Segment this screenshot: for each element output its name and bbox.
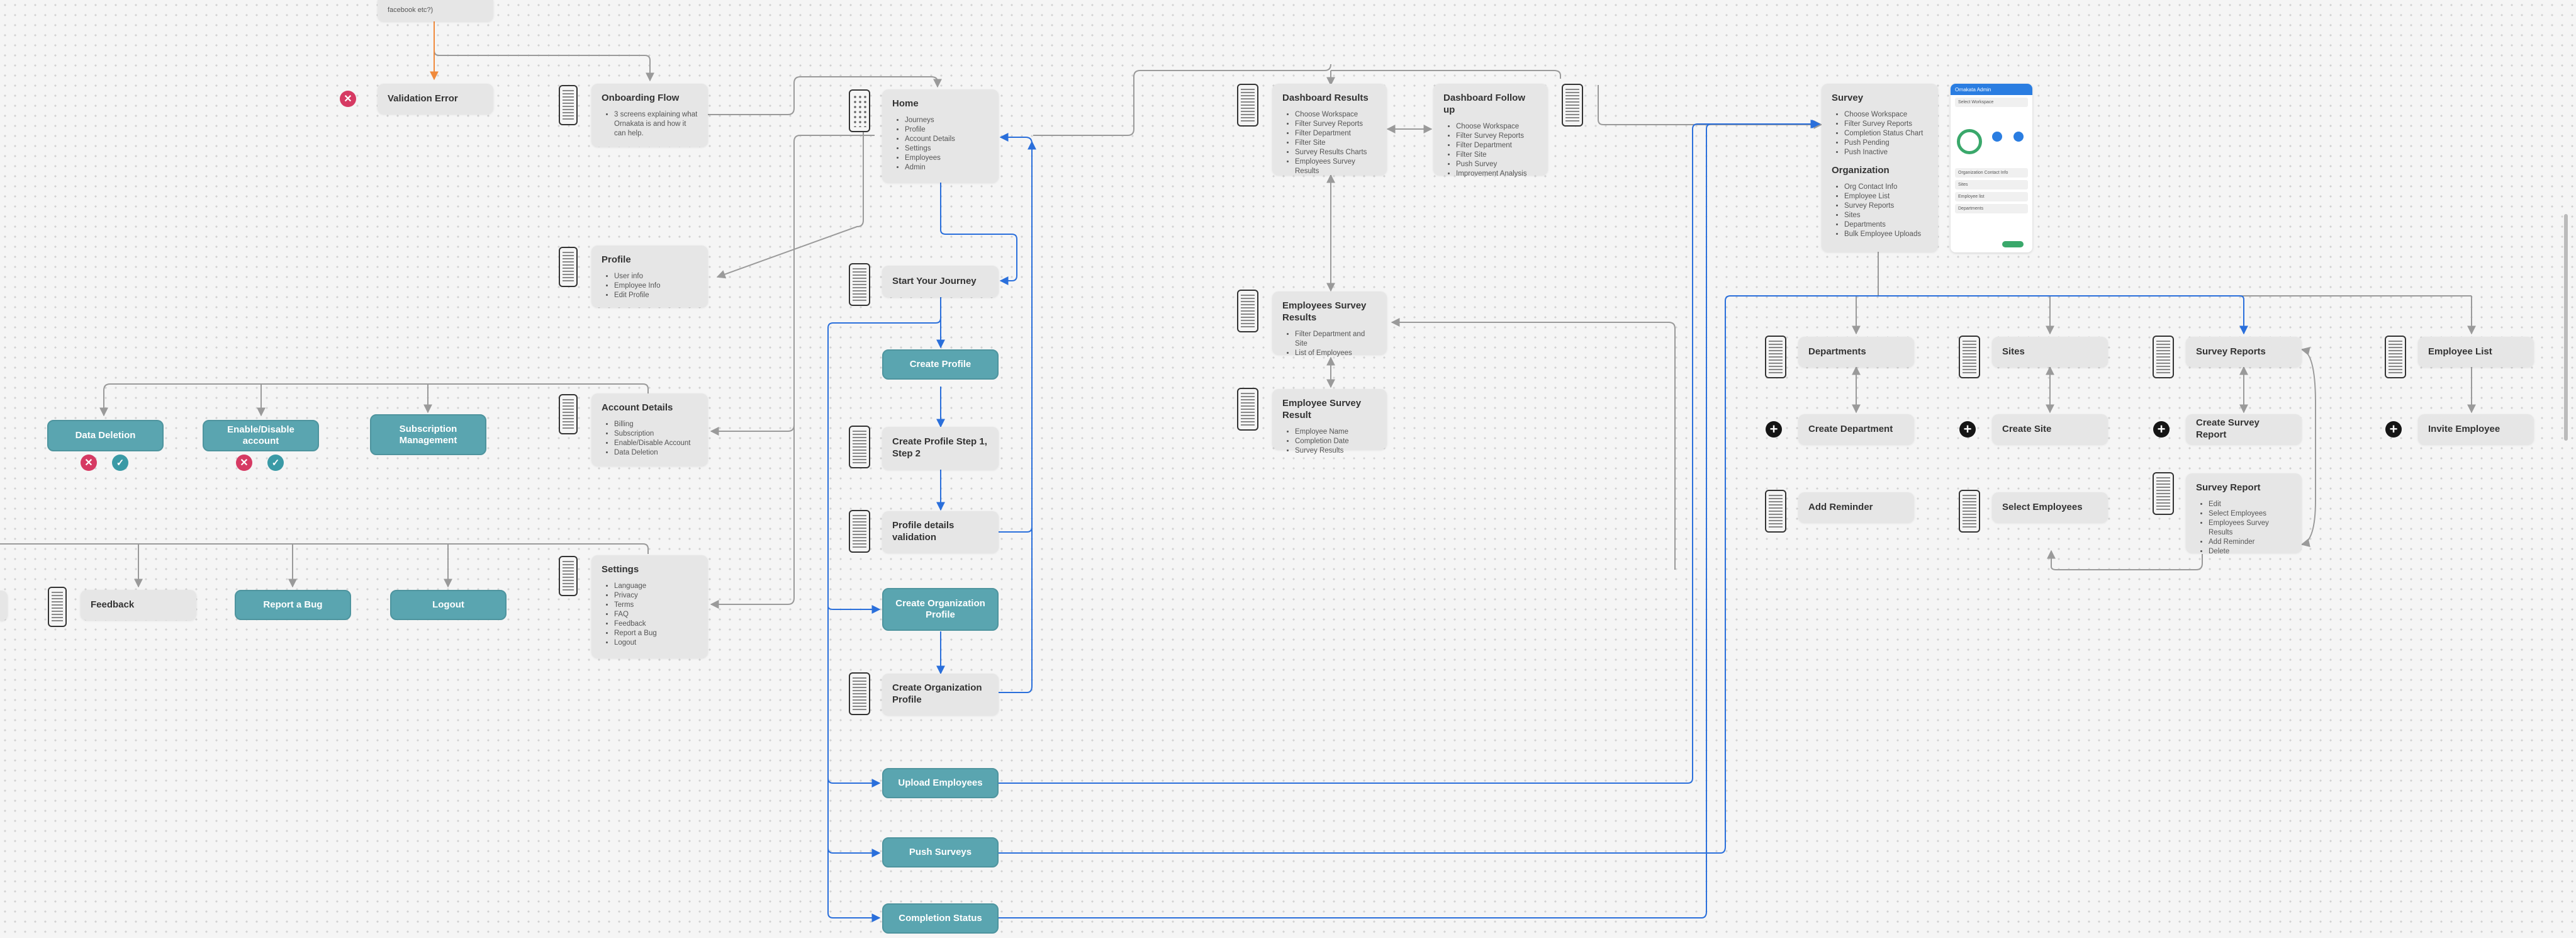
employee-survey-result-node[interactable]: Employee Survey Result Employee Name Com… [1272,389,1387,455]
mockup-row: Employee list [1955,192,2028,201]
survey-reports-node[interactable]: Survey Reports [2186,337,2302,367]
phone-icon [559,556,578,596]
create-profile-button[interactable]: Create Profile [882,349,999,380]
plus-icon: + [1959,421,1976,438]
subscription-management-button[interactable]: Subscription Management [370,414,486,455]
profile-node[interactable]: Profile User info Employee Info Edit Pro… [591,246,708,307]
survey-list: Choose Workspace Filter Survey Reports C… [1832,110,1928,157]
profile-list: User info Employee Info Edit Profile [602,272,698,300]
create-department-node[interactable]: Create Department [1798,414,1914,444]
dashboard-results-node[interactable]: Dashboard Results Choose Workspace Filte… [1272,84,1387,175]
phone-icon [849,672,870,715]
app-screen-mockup: Ornakata Admin Select Workspace Organiza… [1951,84,2032,252]
phone-icon [1562,84,1583,127]
phone-icon [1765,336,1786,378]
employee-survey-result-list: Employee Name Completion Date Survey Res… [1282,427,1377,456]
upload-employees-button[interactable]: Upload Employees [882,768,999,798]
stat-dot [1992,132,2002,142]
mockup-row: Sites [1955,180,2028,189]
report-bug-button[interactable]: Report a Bug [235,590,351,620]
home-node[interactable]: Home Journeys Profile Account Details Se… [882,89,999,183]
phone-icon [1959,490,1980,533]
mockup-row: Select Workspace [1955,98,2028,107]
account-details-node[interactable]: Account Details Billing Subscription Ena… [591,393,708,466]
reject-icon: ✕ [236,455,252,471]
plus-icon: + [2153,421,2170,438]
plus-icon: + [1766,421,1782,438]
phone-icon [2385,336,2406,378]
push-surveys-button[interactable]: Push Surveys [882,837,999,867]
phone-icon [1959,336,1980,378]
phone-grid-icon [849,89,870,132]
employee-list-node[interactable]: Employee List [2418,337,2534,367]
cropped-card [0,590,8,621]
completion-status-button[interactable]: Completion Status [882,903,999,934]
phone-icon [559,85,578,125]
add-reminder-node[interactable]: Add Reminder [1798,492,1914,523]
create-organization-profile-node[interactable]: Create Organization Profile [882,674,999,715]
phone-icon [1765,490,1786,533]
phone-icon [849,510,870,553]
stat-dot [2013,132,2024,142]
phone-icon [849,263,870,306]
phone-icon [2153,472,2174,515]
profile-validation-node[interactable]: Profile details validation [882,511,999,553]
organization-list: Org Contact Info Employee List Survey Re… [1832,183,1928,239]
phone-icon [559,394,578,434]
dashboard-follow-up-node[interactable]: Dashboard Follow up Choose Workspace Fil… [1433,84,1548,178]
accept-icon: ✓ [112,455,128,471]
logout-button[interactable]: Logout [390,590,507,620]
phone-icon [849,426,870,468]
data-deletion-button[interactable]: Data Deletion [47,420,164,451]
select-employees-node[interactable]: Select Employees [1992,492,2108,523]
settings-node[interactable]: Settings Language Privacy Terms FAQ Feed… [591,555,708,658]
phone-icon [1237,290,1258,332]
account-list: Billing Subscription Enable/Disable Acco… [602,420,698,458]
survey-report-node[interactable]: Survey Report Edit Select Employees Empl… [2186,473,2302,555]
create-profile-steps-node[interactable]: Create Profile Step 1, Step 2 [882,427,999,470]
dashboard-follow-up-list: Choose Workspace Filter Survey Reports F… [1443,122,1538,179]
home-list: Journeys Profile Account Details Setting… [892,116,988,172]
settings-list: Language Privacy Terms FAQ Feedback Repo… [602,582,698,648]
validation-error-node[interactable]: Validation Error [378,84,493,114]
sites-node[interactable]: Sites [1992,337,2108,367]
phone-icon [2153,336,2174,378]
create-survey-report-node[interactable]: Create Survey Report [2186,414,2302,444]
phone-icon [559,247,578,287]
employees-survey-results-list: Filter Department and Site List of Emplo… [1282,330,1377,358]
mockup-row: Organization Contact Info [1955,168,2028,178]
completion-ring [1957,129,1982,154]
plus-icon: + [2385,421,2402,438]
mockup-header: Ornakata Admin [1951,84,2032,95]
status-pill [2002,241,2024,247]
invite-employee-node[interactable]: Invite Employee [2418,414,2534,444]
accept-icon: ✓ [267,455,284,471]
onboarding-flow-node[interactable]: Onboarding Flow 3 screens explaining wha… [591,84,708,147]
dashboard-results-list: Choose Workspace Filter Survey Reports F… [1282,110,1377,176]
reject-icon: ✕ [340,91,356,107]
survey-report-list: Edit Select Employees Employees Survey R… [2196,500,2292,557]
cropped-card: facebook etc?) [378,0,493,21]
phone-icon [48,587,67,627]
start-journey-node[interactable]: Start Your Journey [882,266,999,297]
enable-disable-account-button[interactable]: Enable/Disable account [203,420,319,451]
feedback-node[interactable]: Feedback [81,590,196,620]
mockup-row: Departments [1955,204,2028,213]
create-organization-profile-button[interactable]: Create Organization Profile [882,588,999,631]
phone-icon [1237,84,1258,127]
vertical-scrollbar[interactable] [2564,214,2568,441]
employees-survey-results-node[interactable]: Employees Survey Results Filter Departme… [1272,291,1387,357]
survey-organization-node[interactable]: Survey Choose Workspace Filter Survey Re… [1822,84,1938,252]
create-site-node[interactable]: Create Site [1992,414,2108,444]
departments-node[interactable]: Departments [1798,337,1914,367]
onboarding-list: 3 screens explaining what Ornakata is an… [602,110,698,138]
phone-icon [1237,388,1258,431]
reject-icon: ✕ [81,455,97,471]
